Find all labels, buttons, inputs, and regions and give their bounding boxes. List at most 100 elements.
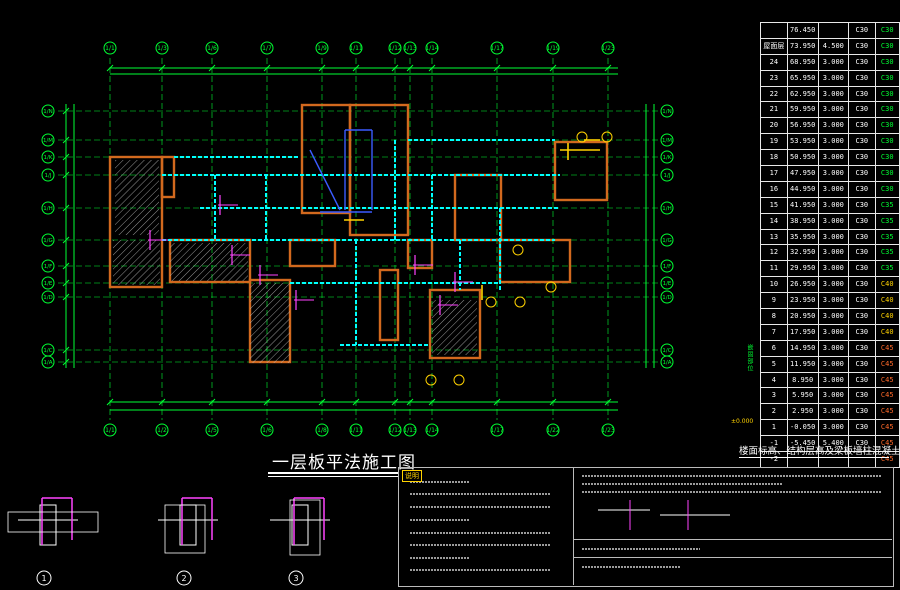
cell-elev: 5.950 [786, 387, 819, 405]
grid-bubble-bottom [155, 423, 169, 437]
grid-bubble-right [660, 233, 674, 247]
cell-floor: 11 [760, 260, 788, 278]
cell-grade: C30 [874, 85, 900, 103]
cell-conc: C30 [848, 323, 876, 341]
dim-tick [406, 64, 414, 72]
grid-label-right: 1/J [664, 173, 671, 179]
grid-label-right: 1/F [663, 264, 672, 270]
cell-height: 3.000 [817, 85, 850, 103]
dim-tick [263, 64, 271, 72]
dim-tick [158, 64, 166, 72]
grid-label-top: 1/12 [388, 45, 402, 52]
cell-conc: C30 [848, 69, 876, 87]
cell-elev: 59.950 [786, 101, 819, 119]
hatched-slab [113, 240, 160, 285]
cell-grade: C45 [874, 387, 900, 405]
grid-label-right: 1/N [662, 109, 671, 115]
cell-conc: C30 [848, 244, 876, 262]
grid-label-bottom: 1/23 [601, 427, 615, 434]
cell-grade: C40 [874, 292, 900, 310]
cell-elev: -0.050 [786, 419, 819, 437]
grid-bubble-bottom [205, 423, 219, 437]
cell-grade: C35 [874, 228, 900, 246]
grid-bubble-left [41, 168, 55, 182]
cell-height: 3.000 [817, 371, 850, 389]
cell-grade: C40 [874, 308, 900, 325]
grid-bubble-right [660, 355, 674, 369]
cell-height: 3.000 [817, 180, 850, 198]
dim-tick [406, 398, 414, 406]
cell-conc: C30 [848, 292, 876, 310]
cell-conc: C30 [848, 85, 876, 103]
grid-label-top: 1/11 [349, 45, 363, 52]
grid-label-left: 1/A [43, 360, 52, 366]
grid-bubble-bottom [388, 423, 402, 437]
locator-circle [545, 281, 557, 293]
cell-height: 3.000 [817, 165, 850, 182]
grid-label-bottom: 1/13 [403, 427, 417, 434]
grid-bubble-bottom [546, 423, 560, 437]
grid-label-bottom: 1/8 [317, 427, 327, 434]
detail-number: 2 [181, 574, 186, 583]
cell-elev: 68.950 [786, 53, 819, 71]
wall-outline [300, 103, 352, 215]
dim-tick [318, 398, 326, 406]
grid-label-bottom: 1/11 [349, 427, 363, 434]
cell-elev: 47.950 [786, 165, 819, 182]
cell-height: 3.000 [817, 196, 850, 214]
notes-box [398, 467, 894, 587]
cell-conc: C30 [848, 228, 876, 246]
cell-conc: C30 [848, 196, 876, 214]
grid-bubble-top [490, 41, 504, 55]
cell-conc: C30 [848, 371, 876, 389]
grid-label-top: 1/19 [546, 45, 560, 52]
grid-bubble-left [41, 276, 55, 290]
cell-conc: C30 [848, 276, 876, 294]
grid-label-bottom: 1/1 [105, 427, 115, 434]
hatched-slab [250, 283, 290, 363]
dim-tick [604, 64, 612, 72]
grid-bubble-bottom [103, 423, 117, 437]
cell-height: 3.000 [817, 149, 850, 167]
grid-label-left: 1/F [44, 264, 53, 270]
grid-bubble-left [41, 104, 55, 118]
grid-bubble-left [41, 355, 55, 369]
dim-tick [62, 346, 70, 354]
cell-height: 3.000 [817, 276, 850, 294]
detail-column [39, 504, 57, 546]
cell-floor: 15 [760, 196, 788, 214]
dim-tick [352, 64, 360, 72]
grid-label-right: 1/D [662, 295, 672, 301]
cell-floor: 7 [760, 323, 788, 341]
grid-bubble-top [546, 41, 560, 55]
grid-bubble-bottom [403, 423, 417, 437]
title-underline [268, 472, 398, 474]
cell-conc: C30 [848, 260, 876, 278]
cell-floor: -2 [760, 451, 788, 468]
grid-label-right: 1/C [662, 348, 671, 354]
cell-floor [760, 22, 788, 39]
cell-floor: 21 [760, 101, 788, 119]
cell-elev: 23.950 [786, 292, 819, 310]
cell-elev: 8.950 [786, 371, 819, 389]
dim-tick [62, 279, 70, 287]
dim-tick [352, 398, 360, 406]
cell-floor: 17 [760, 165, 788, 182]
grid-label-top: 1/3 [157, 45, 167, 52]
dim-tick [106, 64, 114, 72]
cell-grade: C40 [874, 276, 900, 294]
cell-height: 3.000 [817, 101, 850, 119]
grid-label-left: 1/N [43, 109, 52, 115]
locator-circle [453, 374, 465, 386]
cell-floor: 16 [760, 180, 788, 198]
cell-floor: 6 [760, 339, 788, 357]
